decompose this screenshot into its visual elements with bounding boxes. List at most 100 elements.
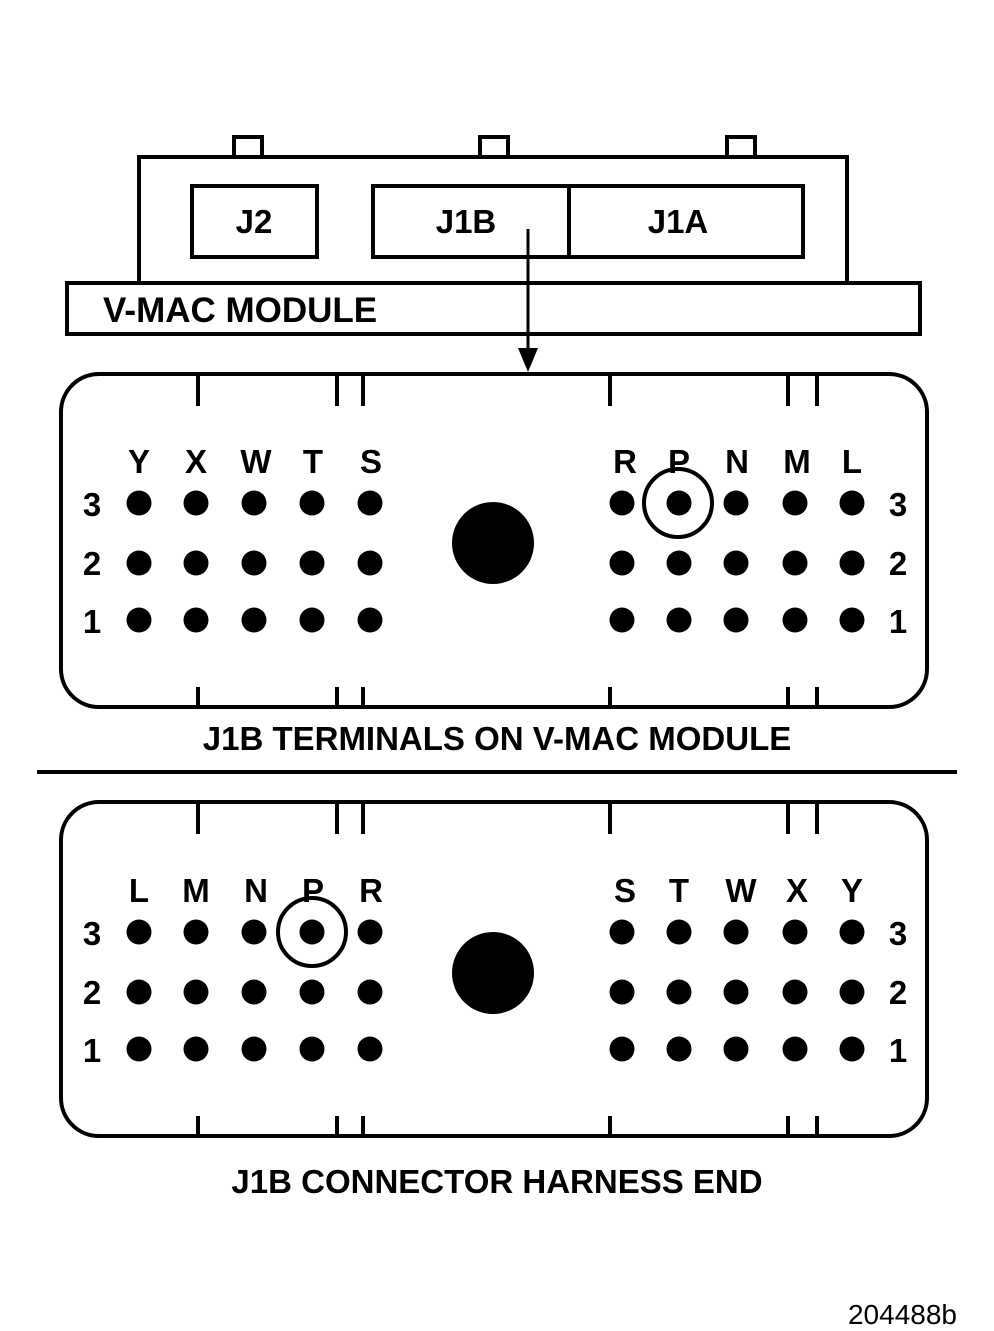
module-tab-center (478, 135, 510, 159)
row-label-left: 2 (83, 545, 101, 582)
pin-R1 (357, 1036, 383, 1062)
pin-W3 (723, 919, 749, 945)
pin-Y1 (839, 1036, 865, 1062)
module-tab-left (232, 135, 264, 159)
column-label: X (786, 872, 808, 909)
socket-label-j2: J2 (236, 203, 273, 240)
pin-S1 (357, 607, 383, 633)
row-label-left: 2 (83, 974, 101, 1011)
row-label-right: 2 (889, 545, 907, 582)
pin-X1 (782, 1036, 808, 1062)
column-labels: L M N P R S T W X Y (129, 872, 863, 909)
column-label: P (302, 872, 324, 909)
pin-Y3 (126, 490, 152, 516)
pin-P3 (299, 919, 325, 945)
pin-T1 (666, 1036, 692, 1062)
pin-N3 (241, 919, 267, 945)
center-polarizing-hole (452, 502, 534, 584)
row-label-left: 3 (83, 915, 101, 952)
column-label: W (240, 443, 272, 480)
pin-L3 (839, 490, 865, 516)
pin-grid (126, 919, 865, 1062)
row-label-right: 1 (889, 1032, 907, 1069)
pin-P3 (666, 490, 692, 516)
pin-T1 (299, 607, 325, 633)
pin-N2 (723, 550, 749, 576)
pin-R3 (357, 919, 383, 945)
pin-R2 (609, 550, 635, 576)
figure-number: 204488b (848, 1299, 957, 1330)
column-label: M (182, 872, 210, 909)
pin-T3 (666, 919, 692, 945)
caption-harness-end: J1B CONNECTOR HARNESS END (231, 1163, 762, 1200)
column-label: P (668, 443, 690, 480)
pin-W1 (241, 607, 267, 633)
arrow-to-connector (518, 229, 538, 372)
column-label: T (669, 872, 689, 909)
pin-M3 (782, 490, 808, 516)
pin-X3 (782, 919, 808, 945)
row-labels: 3 2 1 3 2 1 (83, 915, 907, 1069)
socket-j1-group (371, 184, 805, 259)
pin-S2 (357, 550, 383, 576)
pin-W2 (241, 550, 267, 576)
socket-j2 (190, 184, 319, 259)
pin-Y2 (839, 979, 865, 1005)
pin-Y3 (839, 919, 865, 945)
pin-L2 (839, 550, 865, 576)
column-label: T (303, 443, 323, 480)
column-label: M (783, 443, 811, 480)
pin-T2 (299, 550, 325, 576)
pin-S1 (609, 1036, 635, 1062)
pin-L3 (126, 919, 152, 945)
pin-P2 (299, 979, 325, 1005)
pin-T2 (666, 979, 692, 1005)
column-label: R (613, 443, 637, 480)
column-label: Y (841, 872, 863, 909)
module-tab-right (725, 135, 757, 159)
connector-key-lines (196, 374, 819, 707)
pin-W2 (723, 979, 749, 1005)
pin-L1 (126, 1036, 152, 1062)
row-label-left: 3 (83, 486, 101, 523)
pin-N1 (723, 607, 749, 633)
column-label: W (725, 872, 757, 909)
column-label: N (725, 443, 749, 480)
pin-S2 (609, 979, 635, 1005)
pin-W3 (241, 490, 267, 516)
row-label-right: 3 (889, 915, 907, 952)
module-title: V-MAC MODULE (103, 291, 377, 330)
row-label-right: 2 (889, 974, 907, 1011)
row-labels: 3 2 1 3 2 1 (83, 486, 907, 640)
pin-N3 (723, 490, 749, 516)
pin-W1 (723, 1036, 749, 1062)
pin-X3 (183, 490, 209, 516)
row-label-right: 3 (889, 486, 907, 523)
highlight-circle-p3 (642, 467, 714, 539)
module-base (65, 281, 922, 336)
pin-grid (126, 490, 865, 633)
column-label: S (614, 872, 636, 909)
column-label: L (842, 443, 862, 480)
highlight-circle-p3 (276, 896, 348, 968)
pin-M1 (183, 1036, 209, 1062)
socket-label-j1b: J1B (436, 203, 497, 240)
socket-label-j1a: J1A (648, 203, 709, 240)
module-tabs (232, 135, 757, 159)
column-label: N (244, 872, 268, 909)
pin-P2 (666, 550, 692, 576)
caption-module-terminals: J1B TERMINALS ON V-MAC MODULE (203, 720, 792, 757)
column-label: R (359, 872, 383, 909)
pin-N1 (241, 1036, 267, 1062)
pin-P1 (299, 1036, 325, 1062)
pin-R3 (609, 490, 635, 516)
column-label: Y (128, 443, 150, 480)
connector-harness-end: L M N P R S T W X Y 3 2 1 3 2 1 (59, 800, 929, 1138)
connector-outline (59, 800, 929, 1138)
pin-L1 (839, 607, 865, 633)
pin-X2 (183, 550, 209, 576)
row-label-left: 1 (83, 603, 101, 640)
pin-S3 (357, 490, 383, 516)
row-label-right: 1 (889, 603, 907, 640)
